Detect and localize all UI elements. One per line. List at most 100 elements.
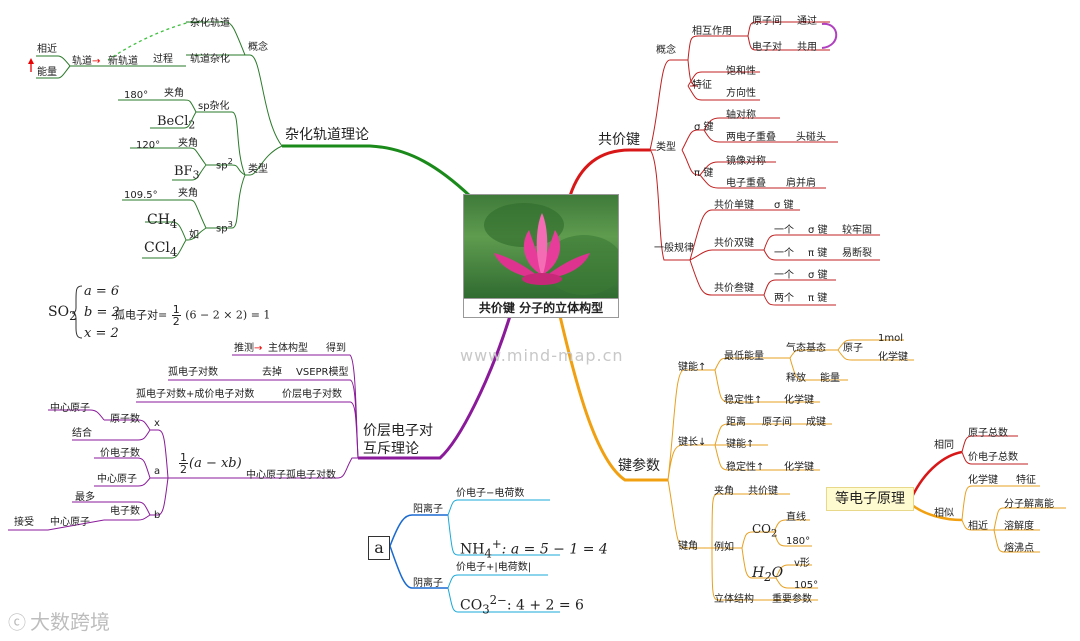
node-accept[interactable]: 接受: [14, 517, 34, 528]
node-triple-sigma[interactable]: σ 键: [808, 270, 828, 281]
node-angle-105[interactable]: 105°: [794, 580, 819, 591]
node-melting[interactable]: 熔沸点: [1004, 543, 1034, 554]
node-isoelectronic-principle[interactable]: 等电子原理: [826, 487, 914, 511]
node-bond-energy[interactable]: 键能↑: [678, 362, 707, 373]
node-chem-bond-2[interactable]: 化学键: [784, 395, 814, 406]
node-release[interactable]: 释放: [786, 373, 806, 384]
node-form-bond[interactable]: 成键: [806, 417, 826, 428]
node-between-atoms[interactable]: 原子间: [752, 16, 782, 27]
node-side-by-side[interactable]: 肩并肩: [786, 178, 816, 189]
node-one-b[interactable]: 一个: [774, 248, 794, 259]
node-cation[interactable]: 阳离子: [413, 504, 443, 515]
node-bond-length[interactable]: 键长↓: [678, 437, 707, 448]
node-two-electron-overlap[interactable]: 两电子重叠: [726, 132, 776, 143]
node-atom[interactable]: 原子: [843, 343, 863, 354]
node-nh4[interactable]: NH4+: a = 5 − 1 = 4: [460, 536, 608, 562]
node-cation-rule[interactable]: 价电子−电荷数: [456, 488, 525, 499]
node-bf3[interactable]: BF3: [174, 164, 199, 183]
node-angle-3[interactable]: 夹角: [178, 188, 198, 199]
node-general-rule[interactable]: 一般规律: [654, 243, 694, 254]
node-axial-symmetry[interactable]: 轴对称: [726, 110, 756, 121]
node-orbital[interactable]: 轨道→: [72, 56, 100, 68]
node-double-pi[interactable]: π 键: [808, 248, 828, 259]
node-vsepr-model[interactable]: VSEPR模型: [296, 367, 349, 378]
node-gas-ground[interactable]: 气态基态: [786, 343, 826, 354]
node-h2o[interactable]: H2O: [752, 565, 783, 586]
node-interaction[interactable]: 相互作用: [692, 26, 732, 37]
node-example[interactable]: 例如: [714, 542, 734, 553]
node-hybrid-orbital[interactable]: 杂化轨道: [190, 18, 230, 29]
node-mirror-symmetry[interactable]: 镜像对称: [726, 156, 766, 167]
node-sp[interactable]: sp杂化: [198, 101, 230, 112]
node-between-atoms-2[interactable]: 原子间: [762, 417, 792, 428]
node-co3[interactable]: CO32−: 4 + 2 = 6: [460, 592, 584, 618]
node-stability-2[interactable]: 稳定性↑: [726, 462, 765, 473]
node-stability-1[interactable]: 稳定性↑: [724, 395, 763, 406]
node-ch4[interactable]: CH4: [147, 212, 177, 233]
node-electron-pair[interactable]: 电子对: [752, 42, 782, 53]
node-feature[interactable]: 特征: [692, 80, 712, 91]
node-co2[interactable]: CO2: [752, 522, 777, 541]
node-lowest-energy[interactable]: 最低能量: [724, 351, 764, 362]
node-direction[interactable]: 方向性: [726, 88, 756, 99]
node-angle-180-b[interactable]: 180°: [786, 536, 811, 547]
node-becl2[interactable]: BeCl2: [157, 114, 195, 133]
node-single-sigma[interactable]: σ 键: [774, 200, 794, 211]
node-angle-word[interactable]: 夹角: [714, 486, 734, 497]
node-vsepr-theory[interactable]: 价层电子对互斥理论: [363, 423, 433, 457]
node-bond-angle[interactable]: 键角: [678, 541, 698, 552]
node-new-orbital[interactable]: 新轨道: [108, 56, 138, 67]
node-two[interactable]: 两个: [774, 293, 794, 304]
node-one-c[interactable]: 一个: [774, 270, 794, 281]
node-bind[interactable]: 结合: [72, 428, 92, 439]
node-chem-bond[interactable]: 化学键: [878, 352, 908, 363]
node-double-sigma[interactable]: σ 键: [808, 225, 828, 236]
node-shared[interactable]: 共用: [797, 42, 817, 53]
node-covalent-bond[interactable]: 共价键: [598, 132, 640, 148]
node-deduce[interactable]: 推测→: [234, 343, 262, 355]
node-easy-break[interactable]: 易断裂: [842, 248, 872, 259]
node-orbital-hybridization[interactable]: 轨道杂化: [190, 54, 230, 65]
node-total-valence[interactable]: 价电子总数: [968, 452, 1018, 463]
node-angle-180[interactable]: 180°: [124, 90, 149, 101]
node-chem-bond-3[interactable]: 化学键: [784, 462, 814, 473]
node-double-bond[interactable]: 共价双键: [714, 238, 754, 249]
node-hybrid-orbital-theory[interactable]: 杂化轨道理论: [285, 127, 369, 143]
node-sp2[interactable]: sp2: [216, 155, 233, 172]
node-same[interactable]: 相同: [934, 440, 954, 451]
node-linear[interactable]: 直线: [786, 512, 806, 523]
node-stable[interactable]: 较牢固: [842, 225, 872, 236]
node-a[interactable]: a: [154, 466, 161, 477]
node-distance[interactable]: 距离: [726, 417, 746, 428]
node-total-atoms[interactable]: 原子总数: [968, 428, 1008, 439]
node-similar-2[interactable]: 相近: [968, 521, 988, 532]
node-such-as[interactable]: 如: [189, 230, 199, 241]
node-remove[interactable]: 去掉: [262, 367, 282, 378]
node-cov-type[interactable]: 类型: [656, 142, 676, 153]
node-angle-1[interactable]: 夹角: [164, 88, 184, 99]
node-head-to-head[interactable]: 头碰头: [796, 132, 826, 143]
node-one-a[interactable]: 一个: [774, 225, 794, 236]
node-single-bond[interactable]: 共价单键: [714, 200, 754, 211]
node-chem-bond-iso[interactable]: 化学键: [968, 475, 998, 486]
node-electron-count[interactable]: 电子数: [110, 506, 140, 517]
node-process[interactable]: 过程: [153, 54, 173, 65]
node-saturation[interactable]: 饱和性: [726, 66, 756, 77]
node-valence-e[interactable]: 价电子数: [100, 448, 140, 459]
node-angle-2[interactable]: 夹角: [178, 138, 198, 149]
node-lone-plus-bond[interactable]: 孤电子对数+成价电子对数: [136, 389, 255, 400]
node-anion[interactable]: 阴离子: [413, 578, 443, 589]
node-sp3[interactable]: sp3: [216, 218, 233, 235]
node-center-lone-pairs[interactable]: 中心原子孤电子对数: [246, 470, 336, 481]
node-pi-bond[interactable]: π 键: [694, 168, 714, 179]
node-main-config[interactable]: 主体构型: [268, 343, 308, 354]
node-center-atom[interactable]: 中心原子: [50, 403, 90, 414]
node-v-shape[interactable]: v形: [794, 558, 810, 569]
node-triple-bond[interactable]: 共价叁键: [714, 283, 754, 294]
node-important-param[interactable]: 重要参数: [772, 594, 812, 605]
node-cov-concept[interactable]: 概念: [656, 45, 676, 56]
node-energy-up[interactable]: 键能↑: [726, 439, 755, 450]
node-type[interactable]: 类型: [248, 164, 268, 175]
node-energy[interactable]: 能量: [37, 67, 57, 78]
node-similar[interactable]: 相近: [37, 44, 57, 55]
